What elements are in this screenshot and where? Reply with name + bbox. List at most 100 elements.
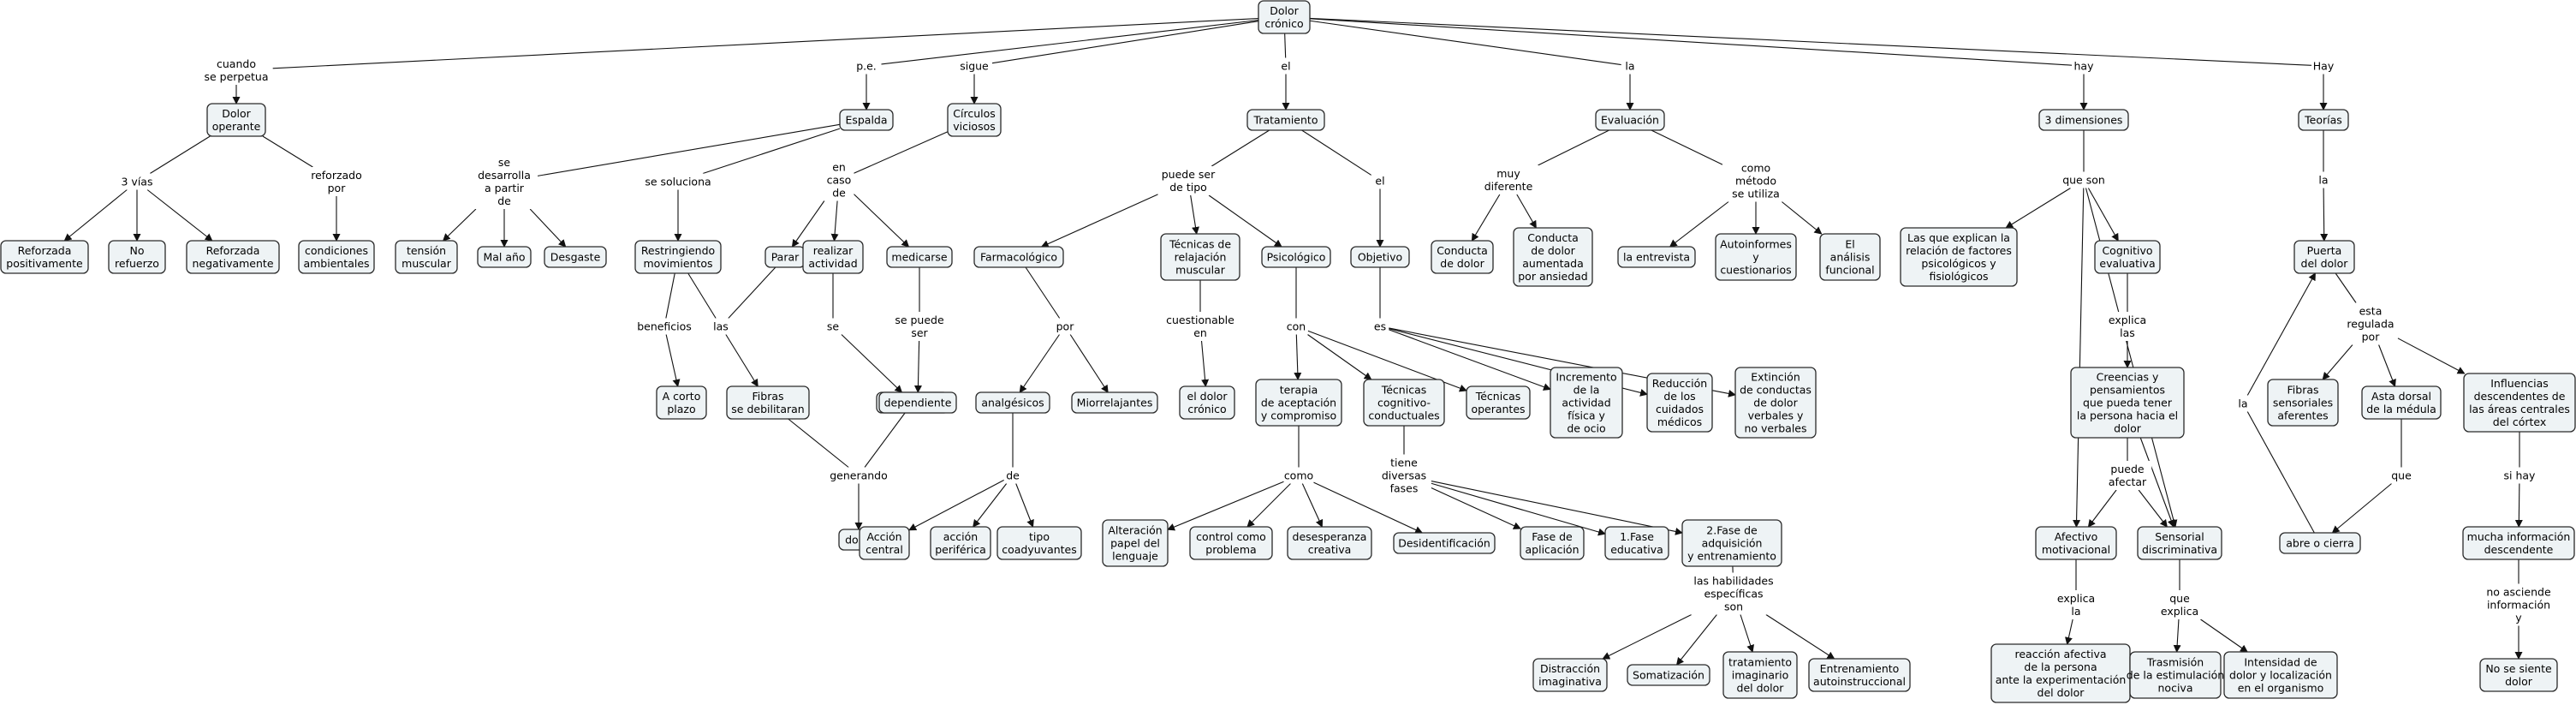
concept-mal-ano[interactable]: Mal año (477, 246, 532, 268)
link-label-text: beneficios (637, 320, 692, 333)
connector-muy_diferente-conducta_aum (1516, 194, 1537, 229)
concept-text: Desidentificación (1398, 537, 1490, 550)
link-label-beneficios: beneficios (631, 318, 698, 335)
concept-desgaste[interactable]: Desgaste (544, 246, 607, 268)
link-label-text: como (1284, 469, 1313, 482)
connector-circulos-en_caso (854, 131, 949, 174)
concept-espalda[interactable]: Espalda (839, 109, 894, 131)
link-label-bg (1283, 467, 1314, 484)
concept-farmacologico[interactable]: Farmacológico (973, 246, 1064, 268)
concept-text: medicarse (891, 251, 947, 264)
concept-box (1520, 526, 1585, 560)
connector-habilidades-distraccion (1602, 614, 1692, 660)
concept-dependiente[interactable]: dependiente (878, 391, 957, 414)
concept-parar[interactable]: Parar (764, 246, 806, 268)
connector-evaluacion-como_metodo (1651, 129, 1723, 165)
concept-evaluacion[interactable]: Evaluación (1595, 109, 1665, 131)
concept-miorrelajantes[interactable]: Miorrelajantes (1071, 391, 1158, 414)
concept-box (1513, 227, 1593, 287)
link-label-text: hay (2074, 60, 2095, 73)
link-label-como: como (1283, 467, 1314, 484)
concept-desidentificacion[interactable]: Desidentificación (1393, 532, 1496, 554)
concept-analgesicos[interactable]: analgésicos (975, 391, 1050, 414)
concept-entrevista[interactable]: la entrevista (1617, 246, 1696, 268)
concept-box (1715, 233, 1797, 281)
concept-box (2479, 658, 2558, 692)
link-label-si_hay: si hay (2498, 467, 2541, 484)
connector-root-sigue (991, 21, 1259, 64)
link-label-text: 3 vías (122, 176, 153, 188)
concept-objetivo[interactable]: Objetivo (1350, 246, 1410, 268)
concept-somatizacion[interactable]: Somatización (1627, 664, 1710, 686)
concept-tres-dim[interactable]: 3 dimensiones (2038, 109, 2129, 131)
concept-box (2298, 109, 2349, 131)
connector-habilidades-trat_imag (1740, 614, 1754, 653)
concept-box (2070, 367, 2185, 439)
concept-medicarse[interactable]: medicarse (886, 246, 953, 268)
concept-abre[interactable]: abre o cierra (2279, 532, 2361, 554)
concept-teorias[interactable]: Teorías (2298, 109, 2349, 131)
concept-psicologico[interactable]: Psicológico (1261, 246, 1331, 268)
concept-tratamiento[interactable]: Tratamiento (1246, 109, 1325, 131)
